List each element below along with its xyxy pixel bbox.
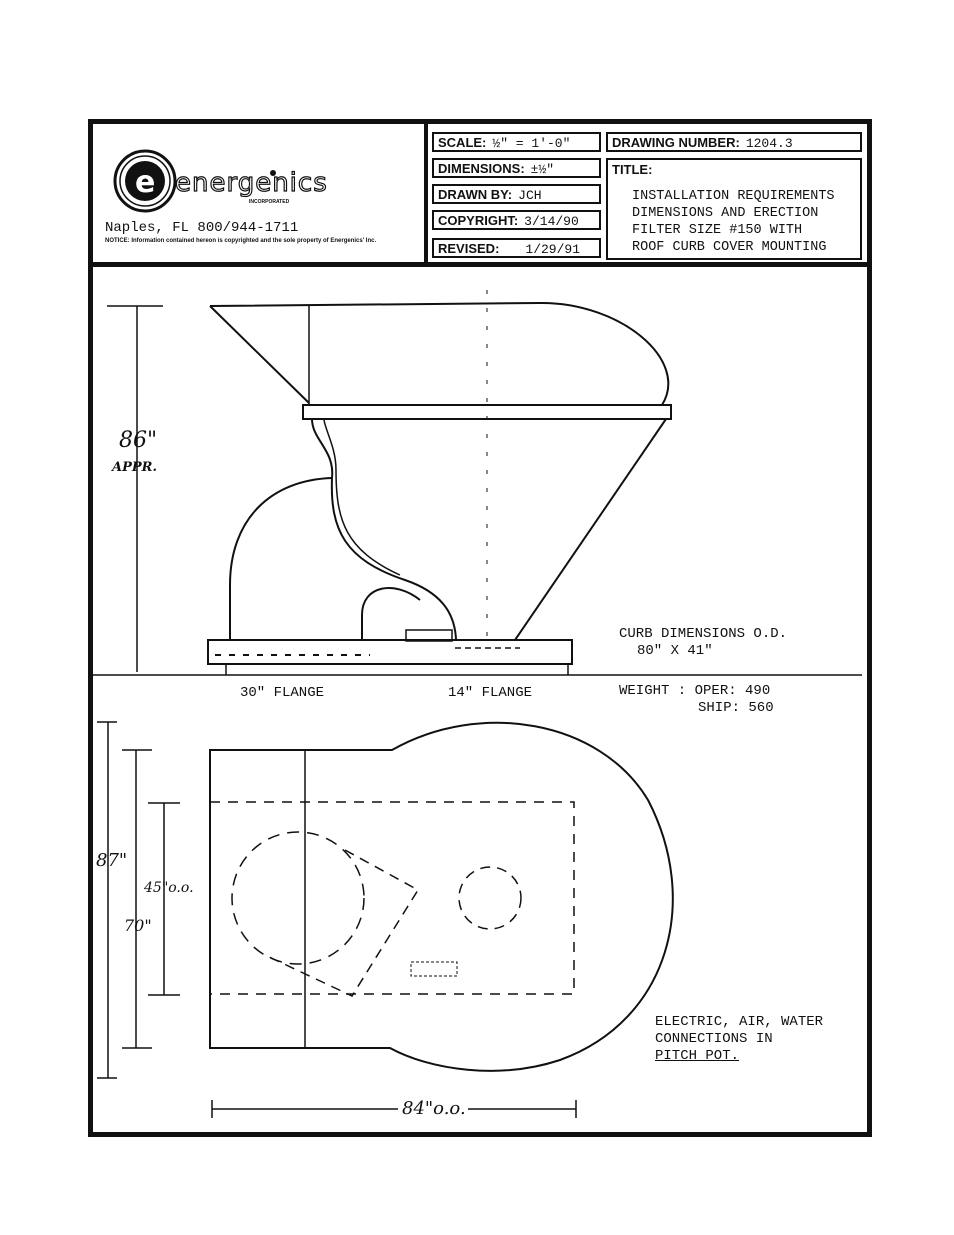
- copyright-field: COPYRIGHT: 3/14/90: [432, 210, 601, 230]
- weight-operating: WEIGHT : OPER: 490: [619, 683, 771, 699]
- dimensions-label: DIMENSIONS:: [438, 161, 525, 176]
- height-note: APPR.: [112, 460, 157, 475]
- curb-dimensions-value: 80" X 41": [637, 643, 713, 659]
- drawing-number-value: 1204.3: [745, 136, 793, 151]
- company-suffix: INCORPORATED: [249, 199, 290, 205]
- company-block: e energenics INCORPORATED Naples, FL 800…: [93, 124, 428, 262]
- revised-value: 1/29/91: [525, 242, 581, 257]
- scale-label: SCALE:: [438, 135, 487, 150]
- energenics-logo: e: [113, 149, 276, 213]
- flange-30-label: 30" FLANGE: [240, 685, 325, 701]
- copyright-notice: NOTICE: Information contained hereon is …: [105, 238, 377, 244]
- dimensions-value: ±½": [530, 162, 555, 177]
- revised-field: REVISED: 1/29/91: [432, 238, 601, 258]
- connections-line-1: ELECTRIC, AIR, WATER: [655, 1014, 824, 1030]
- copyright-value: 3/14/90: [524, 214, 579, 229]
- connections-line-2: CONNECTIONS IN: [655, 1031, 773, 1047]
- curb-dimensions-label: CURB DIMENSIONS O.D.: [619, 626, 788, 642]
- svg-text:e: e: [135, 165, 155, 200]
- dim-87: 87": [96, 850, 128, 871]
- company-address: Naples, FL 800/944-1711: [105, 220, 299, 236]
- drawing-sheet: e energenics INCORPORATED Naples, FL 800…: [88, 119, 872, 1137]
- title-label: TITLE:: [612, 162, 653, 177]
- title-line: DIMENSIONS AND ERECTION: [632, 206, 819, 221]
- title-line: INSTALLATION REQUIREMENTS: [632, 189, 835, 204]
- elevation-view: [93, 290, 862, 676]
- title-line: ROOF CURB COVER MOUNTING: [632, 240, 827, 255]
- title-field: TITLE: INSTALLATION REQUIREMENTS DIMENSI…: [606, 158, 862, 260]
- dimensions-field: DIMENSIONS: ±½": [432, 158, 601, 178]
- scale-value: ½" = 1'-0": [492, 136, 571, 151]
- drawn-by-field: DRAWN BY: JCH: [432, 184, 601, 204]
- title-line: FILTER SIZE #150 WITH: [632, 223, 803, 238]
- connections-line-3: PITCH POT.: [655, 1048, 740, 1064]
- scale-field: SCALE: ½" = 1'-0": [432, 132, 601, 152]
- title-block: e energenics INCORPORATED Naples, FL 800…: [93, 124, 867, 267]
- drawn-by-label: DRAWN BY:: [438, 187, 513, 202]
- revised-label: REVISED:: [438, 241, 500, 256]
- drawn-by-value: JCH: [518, 188, 542, 203]
- weight-shipping: SHIP: 560: [698, 700, 774, 716]
- dim-45: 45"o.o.: [144, 880, 194, 896]
- title-text: INSTALLATION REQUIREMENTS DIMENSIONS AND…: [632, 188, 835, 256]
- plan-view: [97, 721, 674, 1118]
- dim-84: 84"o.o.: [402, 1098, 466, 1119]
- company-name: energenics: [174, 167, 328, 198]
- drawing-number-field: DRAWING NUMBER: 1204.3: [606, 132, 862, 152]
- dim-70: 70": [124, 916, 152, 935]
- flange-14-label: 14" FLANGE: [448, 685, 533, 701]
- copyright-label: COPYRIGHT:: [438, 213, 519, 228]
- height-dimension: 86": [119, 428, 158, 453]
- drawing-number-label: DRAWING NUMBER:: [612, 135, 740, 150]
